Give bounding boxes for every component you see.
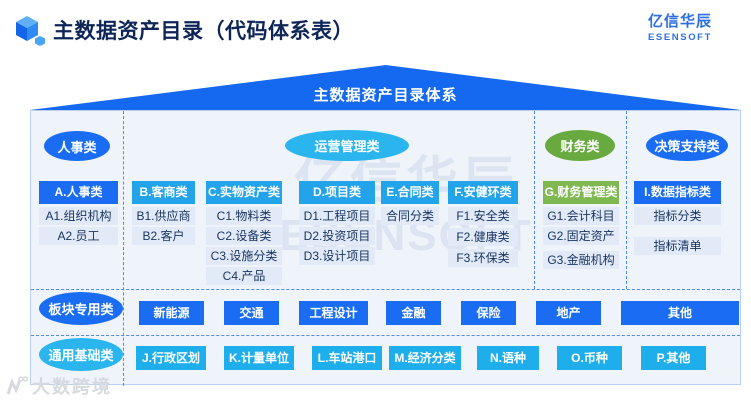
bottom-row-button: 地产 — [536, 301, 601, 325]
category-header: F.安健环类 — [448, 181, 518, 204]
category-item: D3.设计项目 — [299, 247, 375, 265]
dashed-divider-vertical — [534, 111, 535, 289]
category-header: G.财务管理类 — [543, 181, 619, 204]
category-item: D1.工程项目 — [299, 207, 375, 225]
pill-decision: 决策支持类 — [646, 130, 728, 161]
bottom-row-button: N.语种 — [477, 346, 539, 370]
dashed-divider-vertical — [123, 111, 124, 386]
category-item: 指标清单 — [634, 237, 721, 255]
bottom-row-button: 金融 — [386, 301, 441, 325]
category-column: C.实物资产类 C1.物料类 C2.设备类 C3.设施分类 C4.产品 — [206, 111, 282, 386]
brand-cube-icon — [16, 16, 45, 46]
category-item: G3.金融机构 — [543, 251, 619, 269]
category-column: E.合同类合同分类 — [381, 111, 439, 386]
pill-operations: 运营管理类 — [285, 130, 409, 161]
bottom-row-button: 工程设计 — [299, 301, 368, 325]
brand-subtitle: ESENSOFT — [647, 32, 712, 43]
category-header: D.项目类 — [299, 181, 375, 204]
bottom-row-button: P.其他 — [641, 346, 706, 370]
category-column: I.数据指标类指标分类指标清单 — [634, 111, 721, 386]
category-item: C2.设备类 — [206, 227, 282, 245]
watermark-icon — [6, 376, 28, 395]
pill-personnel: 人事类 — [44, 131, 110, 161]
category-item: A2.员工 — [39, 227, 118, 245]
bottom-row-button: 新能源 — [139, 301, 204, 325]
roof-banner: 主数据资产目录体系 — [30, 65, 741, 110]
bottom-row-button: O.币种 — [557, 346, 622, 370]
category-item: A1.组织机构 — [39, 207, 118, 225]
category-item: D2.投资项目 — [299, 227, 375, 245]
category-column: G.财务管理类 G1.会计科目 G2.固定资产 G3.金融机构 — [543, 111, 619, 386]
category-header: C.实物资产类 — [206, 181, 282, 204]
roof-label: 主数据资产目录体系 — [313, 87, 458, 104]
bottom-left-watermark: 大数跨境 — [4, 373, 112, 399]
category-item: G1.会计科目 — [543, 207, 619, 225]
category-item: F1.安全类 — [448, 207, 518, 225]
brand-name: 亿信华辰 — [647, 13, 712, 30]
bottom-row-button: M.经济分类 — [389, 346, 461, 370]
category-header: B.客商类 — [132, 181, 195, 204]
category-header: I.数据指标类 — [634, 181, 721, 204]
category-item: B2.客户 — [132, 227, 195, 245]
dashed-divider-vertical — [626, 111, 627, 289]
category-item: F3.环保类 — [448, 249, 518, 267]
bottom-row-button: 其他 — [621, 301, 739, 325]
bottom-row-button: J.行政区划 — [136, 346, 206, 370]
watermark-text: 大数跨境 — [32, 377, 112, 397]
category-item: G2.固定资产 — [543, 227, 619, 245]
diagram-body: 亿信华辰 ESENSOFT 人事类 运营管理类 财务类 决策支持类 A.人事类A… — [30, 110, 741, 386]
category-item: B1.供应商 — [132, 207, 195, 225]
bottom-row-button: L.车站港口 — [312, 346, 382, 370]
bottom-row-button: 交通 — [224, 301, 279, 325]
category-item: F2.健康类 — [448, 228, 518, 246]
category-header: A.人事类 — [39, 181, 118, 204]
page-title: 主数据资产目录（代码体系表） — [53, 20, 354, 43]
bottom-row-button: 保险 — [461, 301, 516, 325]
brand-logo: 亿信华辰 ESENSOFT — [648, 10, 712, 43]
category-column: A.人事类 A1.组织机构 A2.员工 — [39, 111, 118, 386]
category-item: 合同分类 — [381, 207, 439, 225]
bottom-row-button: K.计量单位 — [224, 346, 294, 370]
category-header: E.合同类 — [381, 181, 439, 204]
dashed-divider-horizontal — [31, 289, 740, 290]
category-column: B.客商类 B1.供应商 B2.客户 — [132, 111, 195, 386]
category-item: C4.产品 — [206, 267, 282, 285]
category-item: 指标分类 — [634, 207, 721, 225]
category-column: F.安健环类 F1.安全类 F2.健康类 F3.环保类 — [448, 111, 518, 386]
category-item: C3.设施分类 — [206, 247, 282, 265]
category-column: D.项目类 D1.工程项目 D2.投资项目 D3.设计项目 — [299, 111, 375, 386]
pill-general-basic: 通用基础类 — [39, 338, 123, 371]
pill-sector-specific: 板块专用类 — [39, 292, 123, 325]
pill-finance: 财务类 — [545, 130, 615, 161]
dashed-divider-horizontal — [31, 335, 740, 336]
category-item: C1.物料类 — [206, 207, 282, 225]
